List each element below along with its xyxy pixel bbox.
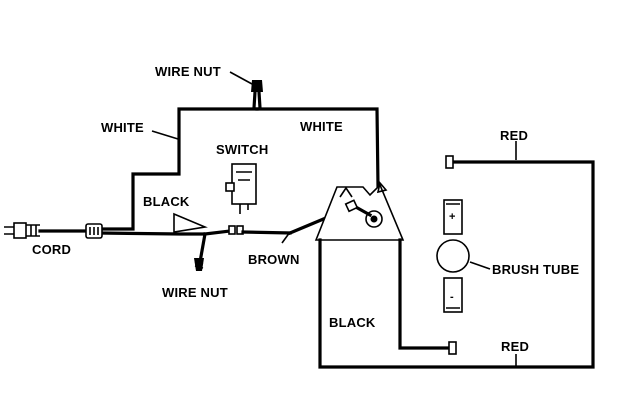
switch-component xyxy=(225,163,257,214)
cord-label: CORD xyxy=(32,242,72,257)
white-label-leader xyxy=(151,130,179,140)
black-label-sleeve xyxy=(173,212,208,233)
white-wire-right xyxy=(255,107,380,188)
black-wire-top-label: BLACK xyxy=(143,194,190,209)
black-wire-lead xyxy=(198,232,207,264)
wire-nut-bottom-label: WIRE NUT xyxy=(162,285,228,300)
brush-terminal-bottom xyxy=(448,341,457,355)
cord-plug xyxy=(4,222,103,239)
brush-tube xyxy=(436,199,491,313)
white-wire-left-label: WHITE xyxy=(101,120,144,135)
black-wire-bottom-label: BLACK xyxy=(329,315,376,330)
switch-label: SWITCH xyxy=(216,142,269,157)
terminal-plate xyxy=(314,181,405,241)
wire-nut-bottom xyxy=(194,258,204,271)
red-wire-top-label: RED xyxy=(500,128,529,143)
black-wire-bottom xyxy=(398,238,451,350)
wire-nut-top xyxy=(229,71,263,110)
red-wire-bottom-label: RED xyxy=(501,339,530,354)
white-wire-right-label: WHITE xyxy=(300,119,343,134)
switch-terminals xyxy=(228,225,292,235)
black-wire xyxy=(98,229,232,236)
wire-nut-top-label: WIRE NUT xyxy=(155,64,221,79)
brush-terminal-top xyxy=(445,155,454,169)
white-wire-left xyxy=(98,107,259,231)
brown-wire-label: BROWN xyxy=(248,252,300,267)
brush-plus-sign: + xyxy=(449,211,455,223)
brush-minus-sign: - xyxy=(450,291,454,303)
brown-label-leader xyxy=(281,231,291,244)
red-wire xyxy=(318,160,595,369)
brush-tube-label: BRUSH TUBE xyxy=(492,262,580,277)
